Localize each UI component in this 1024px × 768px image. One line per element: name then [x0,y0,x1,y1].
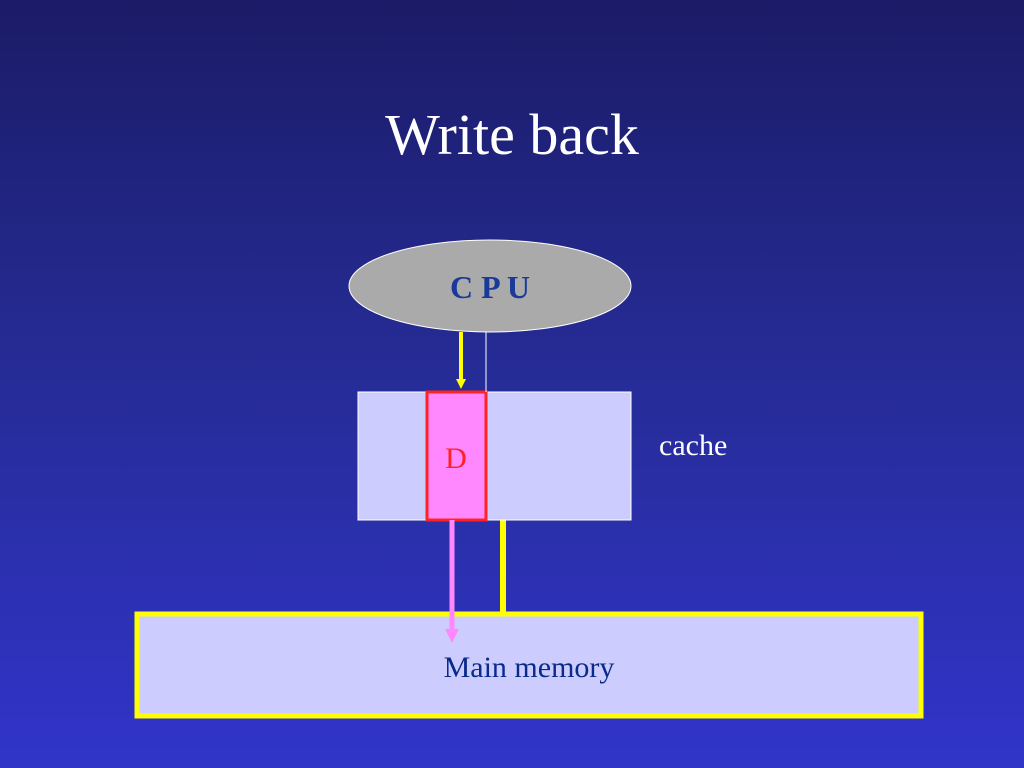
main-memory-box [134,611,924,719]
slide-title: Write back [385,102,639,167]
dirty-cache-line: D [425,390,488,522]
cpu-node: C P U [348,239,632,333]
cache-box [357,391,632,521]
dirty-block-box [425,390,488,522]
main-memory-label: Main memory [444,651,615,684]
main-memory-block: Main memory [134,611,924,719]
dirty-block-label: D [445,442,467,475]
cpu-ellipse [348,239,632,333]
cpu-label: C P U [450,269,530,305]
cache-label: cache [659,429,727,462]
cache-block [357,391,632,521]
